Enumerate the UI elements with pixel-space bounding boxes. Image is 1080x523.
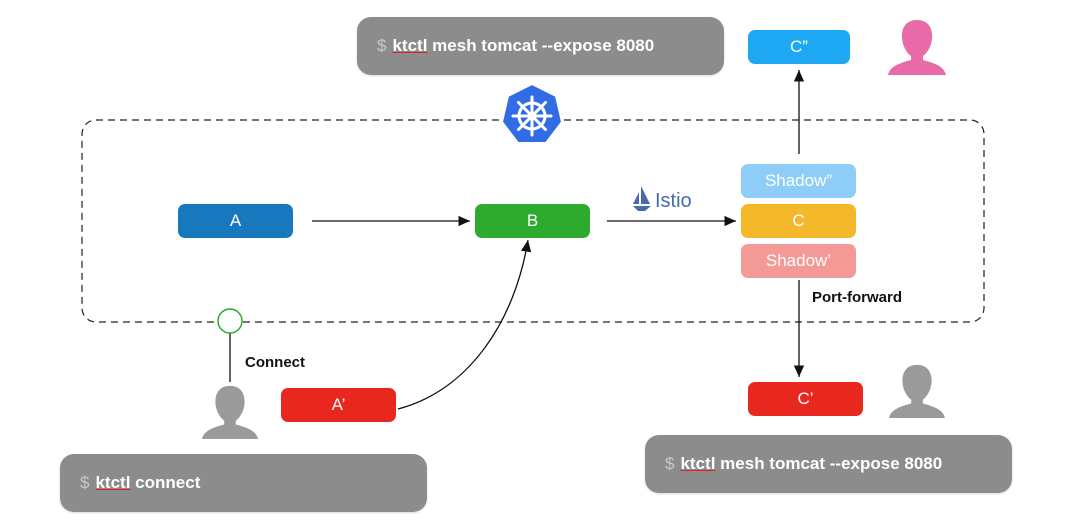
service-a-prime-label: A’: [331, 395, 346, 414]
connect-label: Connect: [245, 354, 305, 371]
service-a-prime: A’: [281, 388, 396, 422]
user-icon: [889, 364, 945, 419]
user-icon: [202, 385, 258, 440]
terminal-command: ktctl: [680, 454, 716, 473]
terminal-prompt: $: [665, 454, 675, 473]
terminal-bottom-left: $ ktctl connect: [60, 454, 427, 512]
connect-port: [217, 308, 243, 334]
shadow-double-prime: Shadow”: [741, 164, 856, 198]
service-c-double-prime: C”: [748, 30, 850, 64]
port-forward-label: Port-forward: [812, 289, 902, 306]
terminal-args: connect: [135, 473, 201, 492]
kubernetes-icon: [500, 82, 564, 144]
istio-text: Istio: [655, 190, 692, 212]
terminal-command: ktctl: [95, 473, 131, 492]
terminal-bottom-right: $ ktctl mesh tomcat --expose 8080: [645, 435, 1012, 493]
istio-sail-icon: [633, 186, 651, 211]
service-c-double-prime-label: C”: [790, 37, 808, 56]
terminal-top: $ ktctl mesh tomcat --expose 8080: [357, 17, 724, 75]
terminal-args: mesh tomcat --expose 8080: [432, 36, 655, 55]
service-c-prime: C’: [748, 382, 863, 416]
arrow-aprime-to-b: [397, 239, 532, 410]
service-b-label: B: [526, 211, 539, 230]
service-c-prime-label: C’: [797, 389, 814, 408]
service-a: A: [178, 204, 293, 238]
terminal-args: mesh tomcat --expose 8080: [720, 454, 943, 473]
shadow-double-prime-label: Shadow”: [764, 171, 833, 190]
istio-label: Istio: [632, 186, 692, 212]
terminal-prompt: $: [80, 473, 90, 492]
terminal-prompt: $: [377, 36, 387, 55]
shadow-prime-label: Shadow’: [765, 251, 832, 270]
service-c: C: [741, 204, 856, 238]
user-icon: [888, 20, 946, 75]
shadow-prime: Shadow’: [741, 244, 856, 278]
service-c-label: C: [792, 211, 805, 230]
service-b: B: [475, 204, 590, 238]
terminal-command: ktctl: [392, 36, 428, 55]
service-a-label: A: [229, 211, 242, 230]
